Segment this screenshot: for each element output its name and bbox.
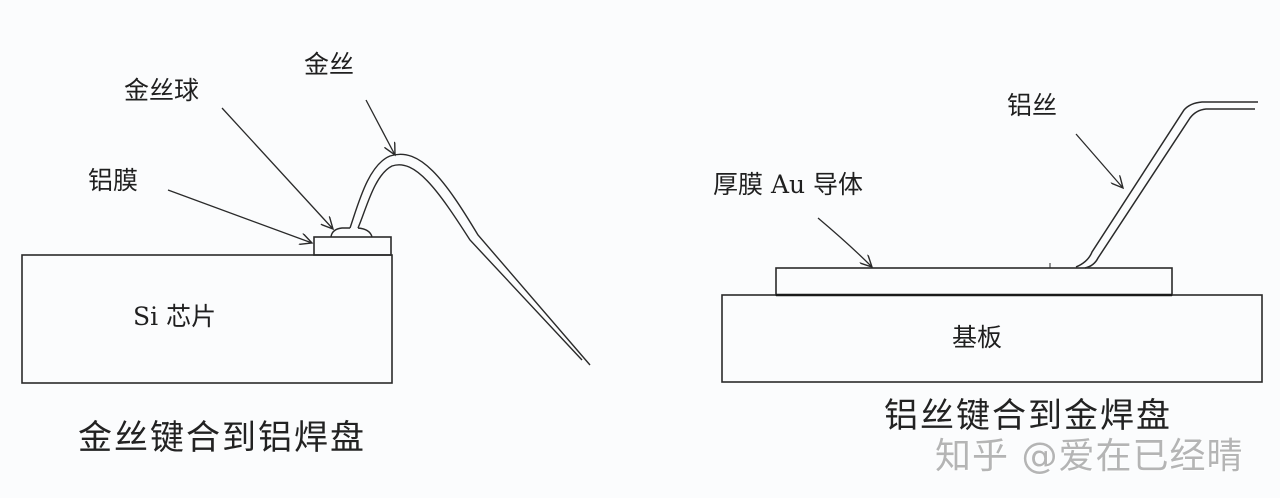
watermark: 知乎 @爱在已经晴 bbox=[935, 436, 1244, 477]
caption-right: 铝丝键合到金焊盘 bbox=[884, 396, 1172, 436]
si-chip-block bbox=[21, 254, 393, 384]
label-gold-ball: 金丝球 bbox=[124, 76, 200, 105]
aluminum-wire-inner bbox=[1084, 108, 1255, 269]
label-aluminum-film: 铝膜 bbox=[88, 166, 139, 195]
aluminum-pad bbox=[313, 236, 392, 256]
gold-wire-outer bbox=[349, 153, 591, 366]
label-si-chip: Si 芯片 bbox=[133, 302, 217, 331]
label-substrate: 基板 bbox=[952, 323, 1003, 352]
caption-left: 金丝键合到铝焊盘 bbox=[78, 418, 366, 458]
gold-ball bbox=[330, 227, 373, 238]
arrow-gold-wire bbox=[365, 99, 395, 155]
right-aluminum-to-gold bbox=[721, 101, 1263, 383]
arrow-aluminum-wire bbox=[1075, 133, 1123, 188]
thick-film-au-conductor bbox=[775, 267, 1173, 296]
label-aluminum-wire: 铝丝 bbox=[1007, 91, 1058, 120]
arrow-gold-ball bbox=[221, 107, 333, 229]
arrow-aluminum-film bbox=[167, 189, 312, 243]
gold-wire-inner bbox=[357, 164, 583, 361]
left-gold-to-aluminum bbox=[21, 99, 591, 384]
arrow-thick-film-au bbox=[817, 217, 872, 267]
label-gold-wire: 金丝 bbox=[304, 50, 355, 79]
label-thick-film-au: 厚膜 Au 导体 bbox=[713, 170, 864, 199]
aluminum-wire-outer bbox=[1075, 101, 1258, 268]
